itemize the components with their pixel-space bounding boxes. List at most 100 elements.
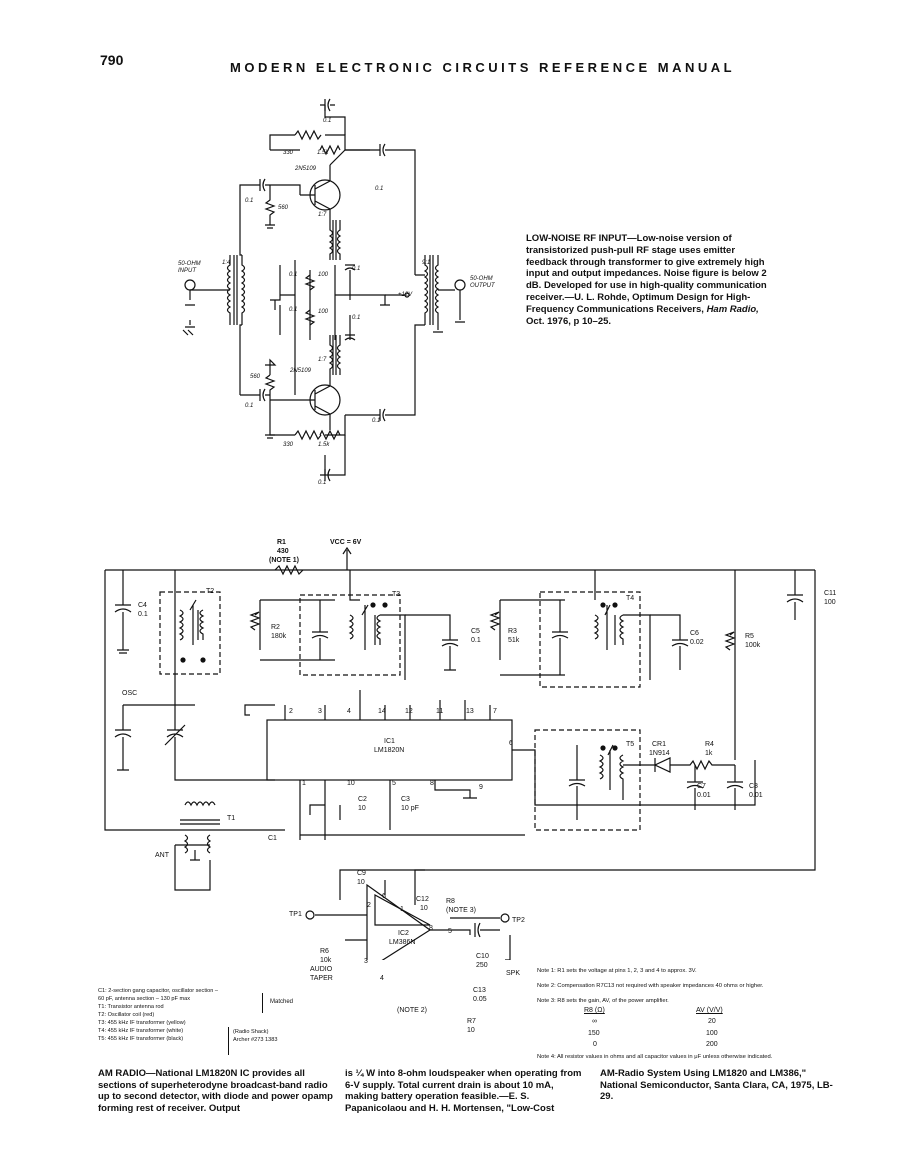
c4-value: 0.1 [138,611,148,618]
r330-bot-label: 330 [283,442,294,448]
cap-q2-right-label: 0.1 [372,418,381,424]
c9-label: C9 [357,870,366,877]
gain-table-cell: 20 [708,1018,716,1025]
note-2: Note 2: Compensation R7C13 not required … [537,983,764,989]
r2-resistor [249,600,261,650]
c10-label: C10 [476,953,489,960]
c13-label: C13 [473,987,486,994]
cap-q1-left-label: 0.1 [245,198,254,204]
parts-line: T1: Transistor antenna rod [98,1004,164,1010]
c7-label: C7 [697,783,706,790]
c13-value: 0.05 [473,996,487,1003]
coil-top-left [328,220,334,260]
cap-mid1-label: 0.1 [289,272,298,278]
parts-line: T4: 455 kHz IF transformer (white) [98,1028,184,1034]
r1-5k-bot-label: 1.5k [318,442,330,448]
ratio-1-4-label: 1:4 [222,260,231,266]
ic1-pin: 4 [347,708,351,715]
note-4: Note 4: All resistor values in ohms and … [537,1054,773,1060]
am-radio-caption-col-1: AM RADIO—National LM1820N IC provides al… [98,1068,333,1114]
cap-top-symbol [324,98,331,112]
parts-line: T5: 455 kHz IF transformer (black) [98,1036,184,1042]
r1-label: R1 [277,539,286,546]
gain-table-cell: 200 [706,1041,718,1048]
c1-label: C1 [268,835,277,842]
input-jack-icon [184,279,196,291]
r1-note: (NOTE 1) [269,557,299,564]
r100-2 [304,309,316,326]
ic1-pin: 2 [289,708,293,715]
ratio-9-1-label: 9:1 [422,260,431,266]
cap-q2-left-label: 0.1 [245,403,254,409]
note2-label: (NOTE 2) [397,1007,427,1014]
ic2-pin: 3 [364,958,368,965]
r100-1 [304,274,316,291]
r1-5k-top-label: 1.5k [317,150,329,156]
c8-label: C8 [749,783,758,790]
ic1-pin: 7 [493,708,497,715]
ic1-pin: 14 [378,708,386,715]
c12-value: 10 [420,905,428,912]
c2-label: C2 [358,796,367,803]
tp1-label: TP1 [289,911,302,918]
r8-note: (NOTE 3) [446,907,476,914]
t5-label: T5 [626,741,635,748]
matched-bracket [262,993,263,1013]
ic2-pin: 5 [448,928,452,935]
r5-value: 100k [745,642,761,649]
rf-caption-title: LOW-NOISE RF INPUT [526,233,628,244]
c3-label: C3 [401,796,410,803]
r6-value: 10k [320,957,332,964]
osc-label: OSC [122,690,138,697]
c11-label: C11 [824,590,837,597]
rf-input-schematic [182,98,466,482]
parts-line: C1: 2-section gang capacitor, oscillator… [98,988,219,994]
cap-bot-label: 0.1 [318,480,327,486]
r1-5k-top [319,144,341,156]
ic2-label: IC2 [398,930,409,937]
ant-label: ANT [155,852,169,859]
ic1-pin: 6 [509,740,513,747]
r8-label: R8 [446,898,455,905]
r3-label: R3 [508,628,517,635]
t2-label: T2 [206,588,215,595]
r6-label: R6 [320,948,329,955]
cap-bot-symbol [320,468,331,482]
ic1-part: LM1820N [374,747,405,754]
ic2-pin: 8 [429,925,433,932]
vcc-label: VCC = 6V [330,539,362,546]
gain-table-header-r8: R8 (Ω) [584,1007,605,1014]
c4-label: C4 [138,602,147,609]
ic1-pin: 11 [436,708,444,715]
parts-list: C1: 2-section gang capacitor, oscillator… [98,987,218,1043]
r330-top-label: 330 [283,150,294,156]
r1-5k-bot [319,429,341,441]
running-header: MODERN ELECTRONIC CIRCUITS REFERENCE MAN… [230,60,736,75]
cr1-part: 1N914 [649,750,670,757]
gain-table-cell: 150 [588,1030,600,1037]
rf-caption-source: Ham Radio, [706,303,759,315]
ic2-pin: 2 [367,902,371,909]
r100-2-label: 100 [318,309,329,315]
c6-value: 0.02 [690,639,704,646]
r100-1-label: 100 [318,272,329,278]
spk-label: SPK [506,970,521,977]
ic2-pin: 4 [380,975,384,982]
ic1-pin: 13 [466,708,474,715]
c2-value: 10 [358,805,366,812]
am-radio-caption-col-3: AM-Radio System Using LM1820 and LM386,"… [600,1068,833,1103]
t4-label: T4 [626,595,635,602]
matched-label: Matched [270,999,294,1005]
r1-value: 430 [277,548,289,555]
r560-bot [264,374,300,401]
r1-resistor [274,564,304,576]
ic1-pin: 3 [318,708,322,715]
r4-value: 1k [705,750,713,757]
ic1-pin: 10 [347,780,355,787]
note-3: Note 3: R8 sets the gain, AV, of the pow… [537,998,669,1004]
am-radio-caption-col-2: is ¼ W into 8-ohm loudspeaker when opera… [345,1068,582,1114]
t1-label: T1 [227,815,236,822]
r330-bot [294,429,322,441]
ratio-1-7-top-label: 1:7 [318,212,327,218]
ic1-pin: 9 [479,784,483,791]
